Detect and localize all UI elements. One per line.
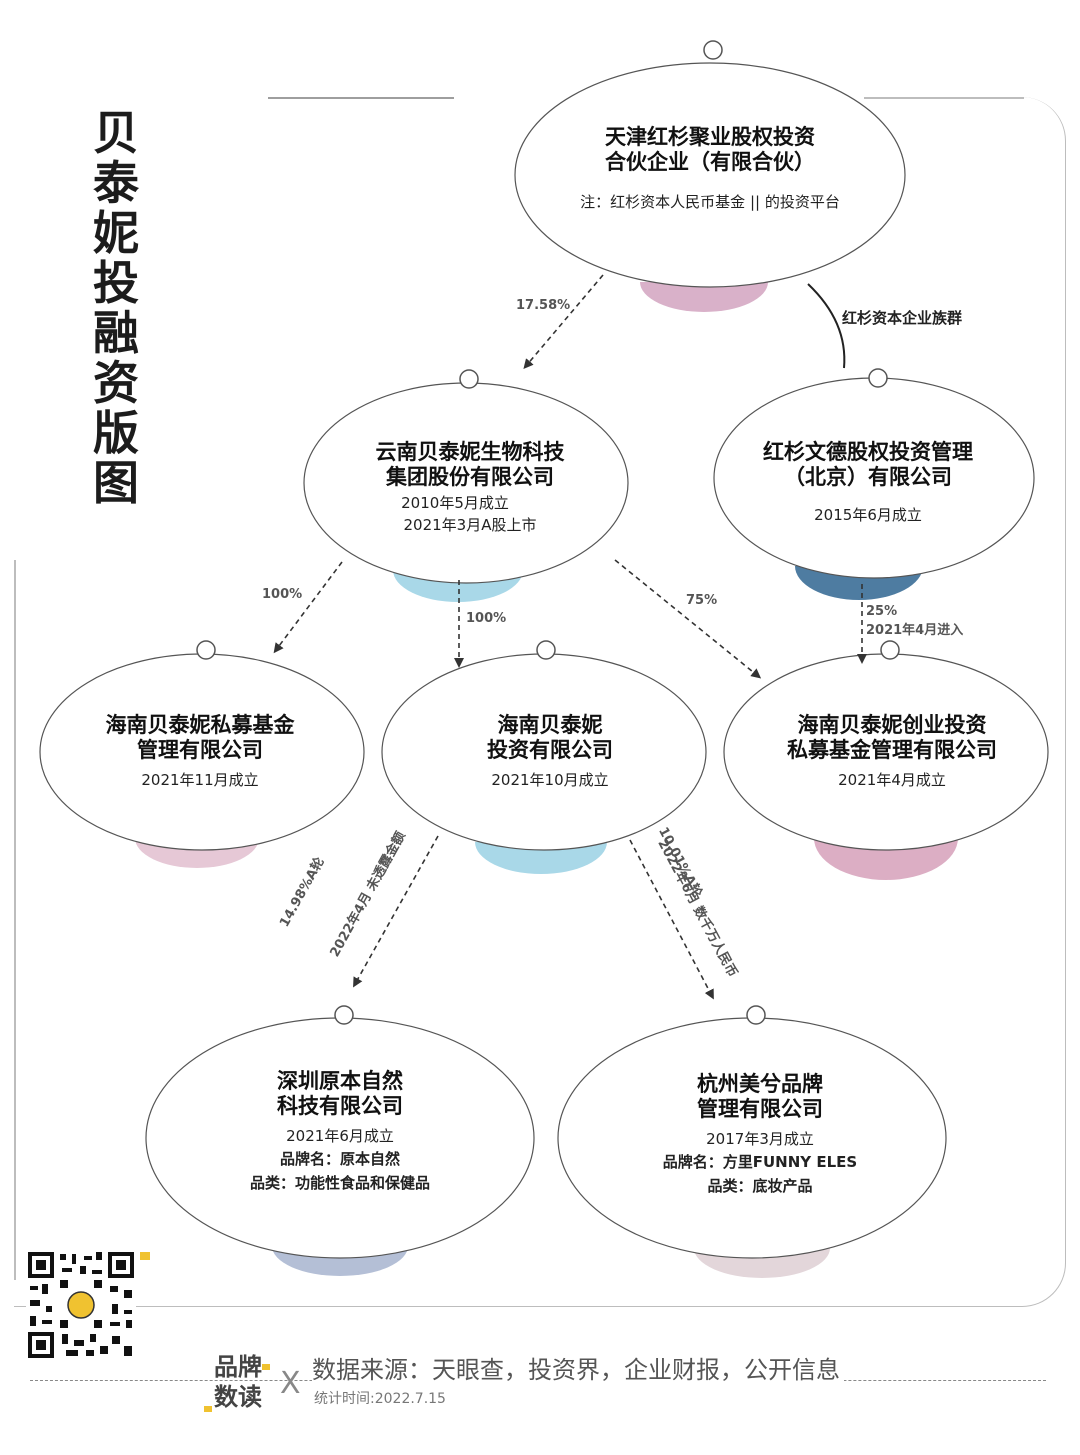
node-category: 品类：底妆产品 (707, 1177, 813, 1195)
node-shenzhen-yuanben-text: 深圳原本自然 科技有限公司 2021年6月成立 品牌名：原本自然 品类：功能性食… (190, 1069, 490, 1195)
node-name-line1: 海南贝泰妮创业投资 (797, 713, 987, 737)
node-hangzhou-meixi-text: 杭州美兮品牌 管理有限公司 2017年3月成立 品牌名：方里FUNNY ELES… (610, 1072, 910, 1198)
footer-source: 数据来源：天眼查，投资界，企业财报，公开信息 (312, 1350, 844, 1385)
edge-label-e5: 75% (686, 593, 718, 608)
node-founded: 2021年4月成立 (838, 771, 946, 789)
title-char: 融 (93, 306, 139, 360)
node-hangzhou-meixi (557, 1005, 947, 1278)
node-name-line1: 海南贝泰妮 (497, 713, 603, 737)
edge-n1-n2 (523, 274, 604, 370)
brand-logo: 品牌 数读 (214, 1352, 274, 1412)
node-yunnan-botanee-text: 云南贝泰妮生物科技 集团股份有限公司 2010年5月成立 2021年3月A股上市 (320, 440, 620, 536)
node-name-line1: 深圳原本自然 (277, 1069, 403, 1093)
frame-top-line (268, 97, 454, 99)
brand-line1: 品牌 (214, 1353, 262, 1381)
edge-label-e6b: 2021年4月进入 (866, 623, 964, 638)
node-hainan-venture-text: 海南贝泰妮创业投资 私募基金管理有限公司 2021年4月成立 (742, 713, 1042, 791)
content-frame (14, 97, 1066, 1307)
node-name-line1: 杭州美兮品牌 (697, 1072, 823, 1096)
node-name-line1: 海南贝泰妮私募基金 (105, 713, 295, 737)
node-founded: 2017年3月成立 (706, 1130, 814, 1148)
node-accent (640, 282, 768, 312)
node-dot (703, 40, 723, 60)
edge-n2-n6 (614, 559, 762, 679)
node-name-line2: 科技有限公司 (277, 1094, 403, 1118)
edge-n2-n4 (273, 561, 343, 654)
node-hainan-investment (381, 640, 707, 874)
node-name-line2: 管理有限公司 (697, 1097, 823, 1121)
brand-accent-top (262, 1364, 270, 1370)
node-hainan-investment-text: 海南贝泰妮 投资有限公司 2021年10月成立 (410, 713, 690, 791)
qr-accent (140, 1252, 150, 1260)
node-name-line2: 投资有限公司 (487, 738, 613, 762)
page-title: 贝泰妮投融资版图 (88, 108, 144, 508)
node-name-line2: 管理有限公司 (137, 738, 263, 762)
title-char: 贝 (93, 106, 139, 160)
node-founded: 2015年6月成立 (814, 506, 922, 524)
node-tianjin-hongshan-text: 天津红杉聚业股权投资 合伙企业（有限合伙） 注：红杉资本人民币基金 || 的投资… (540, 125, 880, 213)
brand-line2: 数读 (214, 1383, 262, 1411)
node-hongshan-wende (713, 368, 1035, 600)
node-brand: 品牌名：方里FUNNY ELES (662, 1153, 858, 1171)
edge-n5-n7 (353, 835, 439, 988)
edge-label-e3: 100% (262, 587, 303, 602)
edge-n1-n3-solid (807, 283, 846, 369)
node-name-line2: 私募基金管理有限公司 (787, 738, 997, 762)
separator-x: X (280, 1366, 301, 1401)
node-tianjin-hongshan (514, 40, 906, 312)
node-yunnan-botanee (303, 369, 629, 602)
node-hongshan-wende-text: 红杉文德股权投资管理 （北京）有限公司 2015年6月成立 (718, 440, 1018, 526)
node-founded: 2021年10月成立 (491, 771, 609, 789)
node-brand: 品牌名：原本自然 (279, 1150, 400, 1168)
brand-accent-bottom (204, 1406, 212, 1412)
qr-code (26, 1250, 136, 1360)
title-char: 投 (93, 256, 139, 310)
title-char: 妮 (93, 206, 139, 260)
node-note: 注：红杉资本人民币基金 || 的投资平台 (580, 193, 840, 211)
node-name-line2: （北京）有限公司 (784, 465, 952, 489)
node-hainan-private-fund (39, 640, 365, 868)
edge-label-e4: 100% (466, 611, 507, 626)
node-founded: 2021年6月成立 (286, 1127, 394, 1145)
title-char: 资 (93, 356, 139, 410)
node-name-line2: 集团股份有限公司 (386, 465, 554, 489)
edge-label-e2: 红杉资本企业族群 (842, 309, 963, 327)
node-hainan-private-fund-text: 海南贝泰妮私募基金 管理有限公司 2021年11月成立 (60, 713, 340, 791)
node-founded: 2010年5月成立 (401, 494, 509, 512)
node-name-line2: 合伙企业（有限合伙） (605, 150, 815, 174)
node-listed: 2021年3月A股上市 (403, 516, 537, 534)
frame-left-line (14, 560, 16, 1280)
edge-label-e6a: 25% (866, 604, 898, 619)
title-char: 泰 (93, 156, 139, 210)
edge-label-e1: 17.58% (516, 298, 571, 313)
node-founded: 2021年11月成立 (141, 771, 259, 789)
node-category: 品类：功能性食品和保健品 (249, 1174, 430, 1192)
footer-date: 统计时间:2022.7.15 (314, 1388, 446, 1408)
frame-top-line-right (864, 97, 1024, 99)
title-char: 版 (93, 406, 139, 460)
node-shenzhen-yuanben (145, 1005, 535, 1276)
node-name-line1: 红杉文德股权投资管理 (763, 440, 973, 464)
node-name-line1: 云南贝泰妮生物科技 (375, 440, 565, 464)
node-name-line1: 天津红杉聚业股权投资 (605, 125, 815, 149)
title-char: 图 (93, 456, 139, 510)
edge-n5-n8 (629, 839, 714, 1000)
node-hainan-venture (723, 640, 1049, 880)
